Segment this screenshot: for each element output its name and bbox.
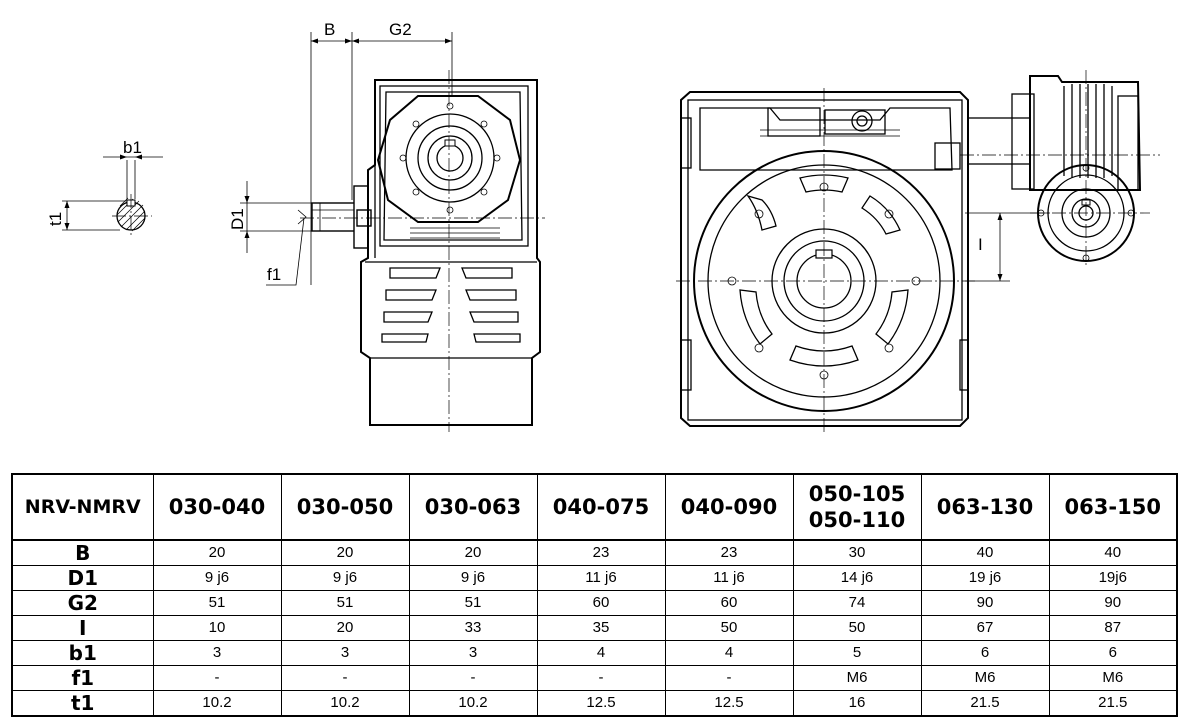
table-cell: 50 (792, 615, 922, 641)
dimension-table: NRV-NMRV 030-040 030-050 030-063 040-075… (11, 473, 1178, 717)
table-row: I 10 20 33 35 50 50 67 87 (11, 615, 1178, 641)
dim-label-G2: G2 (389, 20, 412, 39)
table-cell: 10.2 (152, 690, 282, 717)
table-cell: 6 (1048, 640, 1178, 666)
front-view: I (676, 70, 1160, 432)
table-row: B 20 20 20 23 23 30 40 40 (11, 539, 1178, 566)
table-cell: 20 (152, 539, 282, 566)
table-cell: 3 (280, 640, 410, 666)
table-cell: M6 (920, 665, 1050, 691)
dim-label-D1: D1 (228, 208, 247, 230)
table-corner-label: NRV-NMRV (11, 473, 154, 541)
column-header: 030-040 (152, 473, 282, 541)
table-cell: 50 (664, 615, 794, 641)
table-cell: - (152, 665, 282, 691)
table-cell: - (536, 665, 666, 691)
table-cell: 4 (664, 640, 794, 666)
table-cell: 10.2 (408, 690, 538, 717)
table-cell: 3 (408, 640, 538, 666)
dim-label-I: I (978, 235, 983, 254)
table-cell: 11 j6 (536, 565, 666, 591)
table-cell: 19 j6 (920, 565, 1050, 591)
column-header: 030-063 (408, 473, 538, 541)
table-cell: 9 j6 (152, 565, 282, 591)
row-label: I (11, 615, 154, 641)
table-cell: - (280, 665, 410, 691)
table-cell: M6 (792, 665, 922, 691)
table-cell: 30 (792, 539, 922, 566)
table-row: G2 51 51 51 60 60 74 90 90 (11, 590, 1178, 616)
table-row: f1 - - - - - M6 M6 M6 (11, 665, 1178, 691)
table-cell: 12.5 (536, 690, 666, 717)
table-row: D1 9 j6 9 j6 9 j6 11 j6 11 j6 14 j6 19 j… (11, 565, 1178, 591)
row-label: B (11, 539, 154, 566)
table-cell: 60 (664, 590, 794, 616)
table-cell: 87 (1048, 615, 1178, 641)
table-row: t1 10.2 10.2 10.2 12.5 12.5 16 21.5 21.5 (11, 690, 1178, 717)
table-row: b1 3 3 3 4 4 5 6 6 (11, 640, 1178, 666)
dim-label-f1: f1 (267, 265, 281, 284)
shaft-section-view: b1 t1 (46, 138, 163, 238)
table-cell: 9 j6 (408, 565, 538, 591)
technical-drawing: b1 t1 B G2 D1 f1 (46, 20, 1160, 432)
table-cell: 19j6 (1048, 565, 1178, 591)
table-cell: 4 (536, 640, 666, 666)
table-cell: 14 j6 (792, 565, 922, 591)
column-header: 030-050 (280, 473, 410, 541)
table-cell: 5 (792, 640, 922, 666)
column-header: 040-090 (664, 473, 794, 541)
table-cell: 51 (408, 590, 538, 616)
table-cell: 20 (280, 539, 410, 566)
table-cell: 21.5 (920, 690, 1050, 717)
dim-label-t1: t1 (46, 212, 65, 226)
table-cell: 10 (152, 615, 282, 641)
row-label: G2 (11, 590, 154, 616)
table-cell: 12.5 (664, 690, 794, 717)
row-label: f1 (11, 665, 154, 691)
row-label: D1 (11, 565, 154, 591)
table-cell: 20 (408, 539, 538, 566)
table-cell: 10.2 (280, 690, 410, 717)
table-cell: 11 j6 (664, 565, 794, 591)
table-cell: 90 (1048, 590, 1178, 616)
table-cell: - (664, 665, 794, 691)
table-cell: 20 (280, 615, 410, 641)
dim-label-B: B (324, 20, 335, 39)
row-label: b1 (11, 640, 154, 666)
table-cell: 40 (1048, 539, 1178, 566)
table-cell: 35 (536, 615, 666, 641)
table-cell: 67 (920, 615, 1050, 641)
table-cell: 60 (536, 590, 666, 616)
column-header: 063-130 (920, 473, 1050, 541)
table-cell: 51 (152, 590, 282, 616)
table-cell: 51 (280, 590, 410, 616)
table-cell: 40 (920, 539, 1050, 566)
table-cell: 90 (920, 590, 1050, 616)
row-label: t1 (11, 690, 154, 717)
side-view: B G2 D1 f1 (228, 20, 545, 432)
table-cell: 21.5 (1048, 690, 1178, 717)
column-header: 040-075 (536, 473, 666, 541)
table-cell: M6 (1048, 665, 1178, 691)
table-cell: 9 j6 (280, 565, 410, 591)
table-cell: 33 (408, 615, 538, 641)
table-cell: 74 (792, 590, 922, 616)
table-cell: 6 (920, 640, 1050, 666)
table-cell: 3 (152, 640, 282, 666)
table-cell: 23 (664, 539, 794, 566)
table-header-row: NRV-NMRV 030-040 030-050 030-063 040-075… (11, 473, 1178, 541)
table-cell: 23 (536, 539, 666, 566)
column-header: 063-150 (1048, 473, 1178, 541)
table-cell: 16 (792, 690, 922, 717)
dim-label-b1: b1 (123, 138, 142, 157)
table-cell: - (408, 665, 538, 691)
